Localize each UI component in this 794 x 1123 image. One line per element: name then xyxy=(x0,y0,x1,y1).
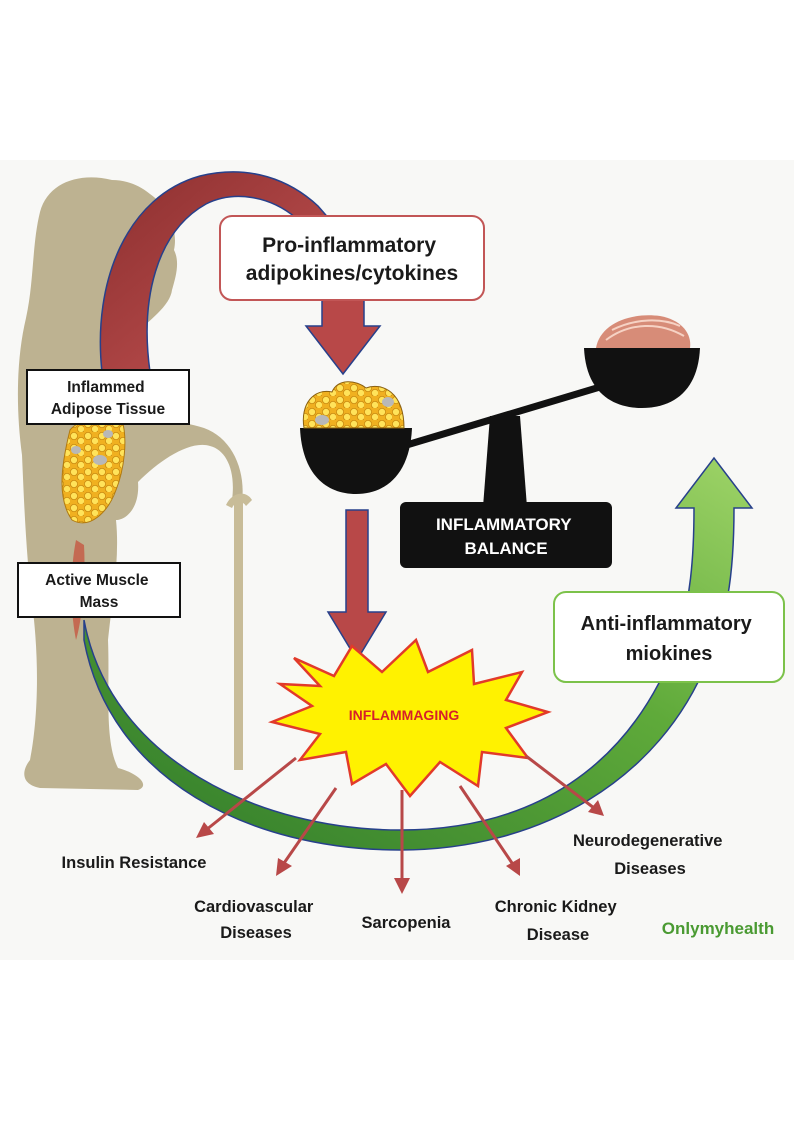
figure-adipose-tissue xyxy=(61,417,126,524)
active-muscle-line2: Mass xyxy=(80,594,119,611)
pro-inflammatory-box xyxy=(219,215,485,301)
inflamed-adipose-box xyxy=(26,369,190,425)
active-muscle-box xyxy=(17,562,181,618)
svg-text:Cardiovascular Diseases: Cardiovascular Diseases xyxy=(194,898,318,942)
disease-arrows xyxy=(196,754,604,894)
svg-text:Sarcopenia: Sarcopenia xyxy=(362,914,452,932)
svg-text:Active Muscle Mass: Active Muscle Mass xyxy=(45,572,153,611)
disease-kidney-line1: Chronic Kidney xyxy=(495,898,618,916)
disease-sarcopenia: Sarcopenia xyxy=(362,914,452,932)
svg-text:Chronic Kidney Disease: Chronic Kidney Disease xyxy=(495,898,622,944)
disease-insulin-resistance: Insulin Resistance xyxy=(62,854,207,872)
muscle-on-scale xyxy=(596,315,691,348)
disease-neuro-line2: Diseases xyxy=(614,860,686,878)
disease-kidney-line2: Disease xyxy=(527,926,589,944)
inflammaging-starburst xyxy=(267,637,552,798)
pro-inflammatory-line2: adipokines/cytokines xyxy=(246,262,458,285)
svg-text:Insulin Resistance: Insulin Resistance xyxy=(62,854,207,872)
svg-text:Anti-inflammatory miokines: Anti-inflammatory miokines xyxy=(581,613,758,665)
active-muscle-line1: Active Muscle xyxy=(45,572,149,589)
svg-text:Inflammed Adipose Tissue: Inflammed Adipose Tissue xyxy=(51,379,166,418)
inflamed-adipose-line2: Adipose Tissue xyxy=(51,401,166,418)
adipose-on-scale xyxy=(302,381,405,429)
anti-inflammatory-line2: miokines xyxy=(626,643,713,665)
anti-inflammatory-box xyxy=(553,591,785,683)
svg-text:Neurodegenerative Diseases: Neurodegenerative Diseases xyxy=(573,832,727,878)
inflammatory-balance-scale xyxy=(300,348,700,568)
inflammaging-label: INFLAMMAGING xyxy=(349,707,460,723)
anti-inflammatory-arc xyxy=(83,456,754,851)
scale-to-inflammaging-arrow xyxy=(326,509,388,662)
walking-cane xyxy=(234,500,243,770)
disease-cardiovascular-line1: Cardiovascular xyxy=(194,898,314,916)
disease-neuro-line1: Neurodegenerative xyxy=(573,832,722,850)
anti-inflammatory-line1: Anti-inflammatory xyxy=(581,613,753,635)
disease-cardiovascular-line2: Diseases xyxy=(220,924,292,942)
elderly-person-figure xyxy=(17,177,243,791)
balance-line1: INFLAMMATORY xyxy=(436,515,572,534)
cane-handle xyxy=(226,493,252,508)
pro-inflammatory-line1: Pro-inflammatory xyxy=(262,234,436,257)
inflamed-adipose-line1: Inflammed xyxy=(67,379,145,396)
svg-text:INFLAMMATORY BALANCE: INFLAMMATORY BALANCE xyxy=(436,515,576,558)
svg-text:Pro-inflammatory adipokine: Pro-inflammatory adipokines/cytokines xyxy=(246,234,458,285)
brand-logo-text: Onlymyhealth xyxy=(662,919,774,938)
balance-line2: BALANCE xyxy=(464,539,547,558)
